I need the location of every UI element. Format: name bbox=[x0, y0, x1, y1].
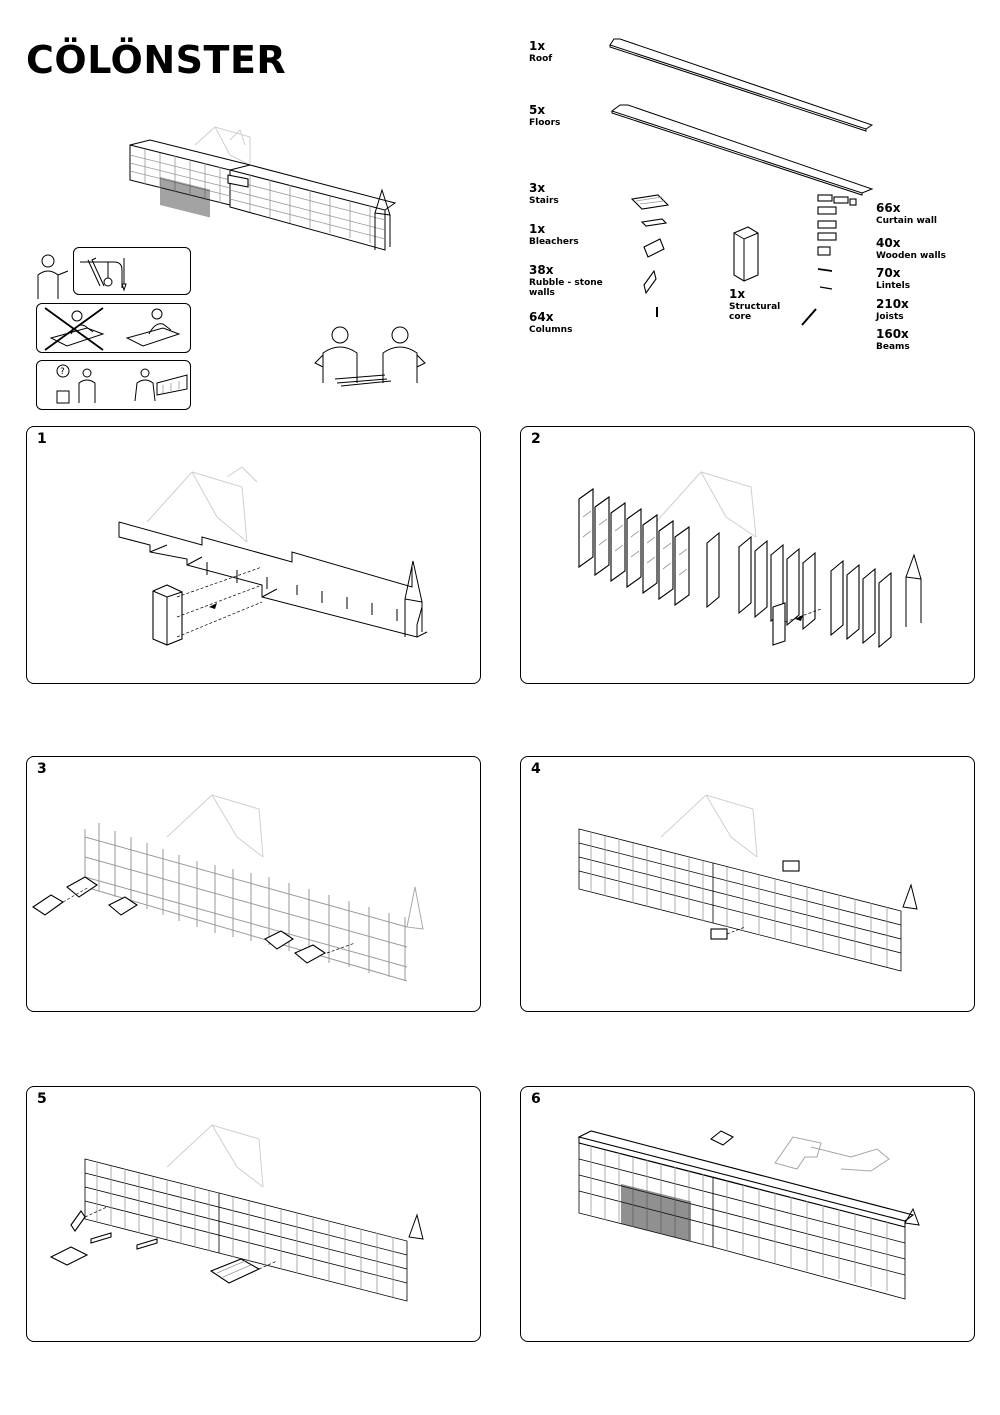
step-number: 2 bbox=[531, 431, 541, 447]
wooden-wall-part bbox=[817, 246, 831, 256]
step-number: 5 bbox=[37, 1091, 47, 1107]
stair-piece bbox=[209, 1258, 261, 1284]
step-panel-1: 1 bbox=[26, 426, 481, 684]
bleachers-part bbox=[643, 238, 665, 258]
stair-piece bbox=[70, 1210, 86, 1232]
person-pointing-icon bbox=[37, 254, 69, 299]
step-panel-6: 6 bbox=[520, 1086, 975, 1342]
stair-piece bbox=[49, 1246, 89, 1266]
step-number: 4 bbox=[531, 761, 541, 777]
beam-part bbox=[801, 308, 817, 326]
svg-text:?: ? bbox=[60, 367, 65, 377]
stairs-part bbox=[630, 194, 670, 210]
hero-building-illustration bbox=[129, 126, 397, 251]
curtain-wall-parts bbox=[817, 194, 857, 241]
bleacher-modules bbox=[32, 876, 327, 964]
structural-core-part bbox=[733, 226, 759, 282]
hammer-hand-illustration bbox=[774, 1136, 890, 1172]
curtain-panel-piece bbox=[782, 860, 800, 872]
two-people-with-parts-illustration bbox=[314, 326, 426, 387]
step-panel-2: 2 bbox=[520, 426, 975, 684]
tools-needed-box bbox=[73, 247, 191, 295]
step-panel-4: 4 bbox=[520, 756, 975, 1012]
floor-slab bbox=[610, 104, 874, 194]
rubble-stone-wall-part bbox=[643, 269, 657, 295]
step-number: 1 bbox=[37, 431, 47, 447]
do-not-assemble-alone-box bbox=[36, 303, 191, 353]
beam-piece bbox=[136, 1238, 158, 1250]
curtain-panel-piece bbox=[710, 928, 728, 940]
page-title: CÖLÖNSTER bbox=[26, 38, 287, 82]
parts-drawings bbox=[609, 38, 874, 326]
joist-part bbox=[819, 286, 833, 290]
ask-for-help-box: ? bbox=[36, 360, 191, 410]
roof-hatch bbox=[709, 1130, 735, 1146]
step-panel-3: 3 bbox=[26, 756, 481, 1012]
lintel-part bbox=[817, 268, 833, 272]
step-number: 6 bbox=[531, 1091, 541, 1107]
roof-slab bbox=[609, 38, 874, 130]
beam-piece bbox=[90, 1232, 112, 1244]
step-number: 3 bbox=[37, 761, 47, 777]
step-panel-5: 5 bbox=[26, 1086, 481, 1342]
